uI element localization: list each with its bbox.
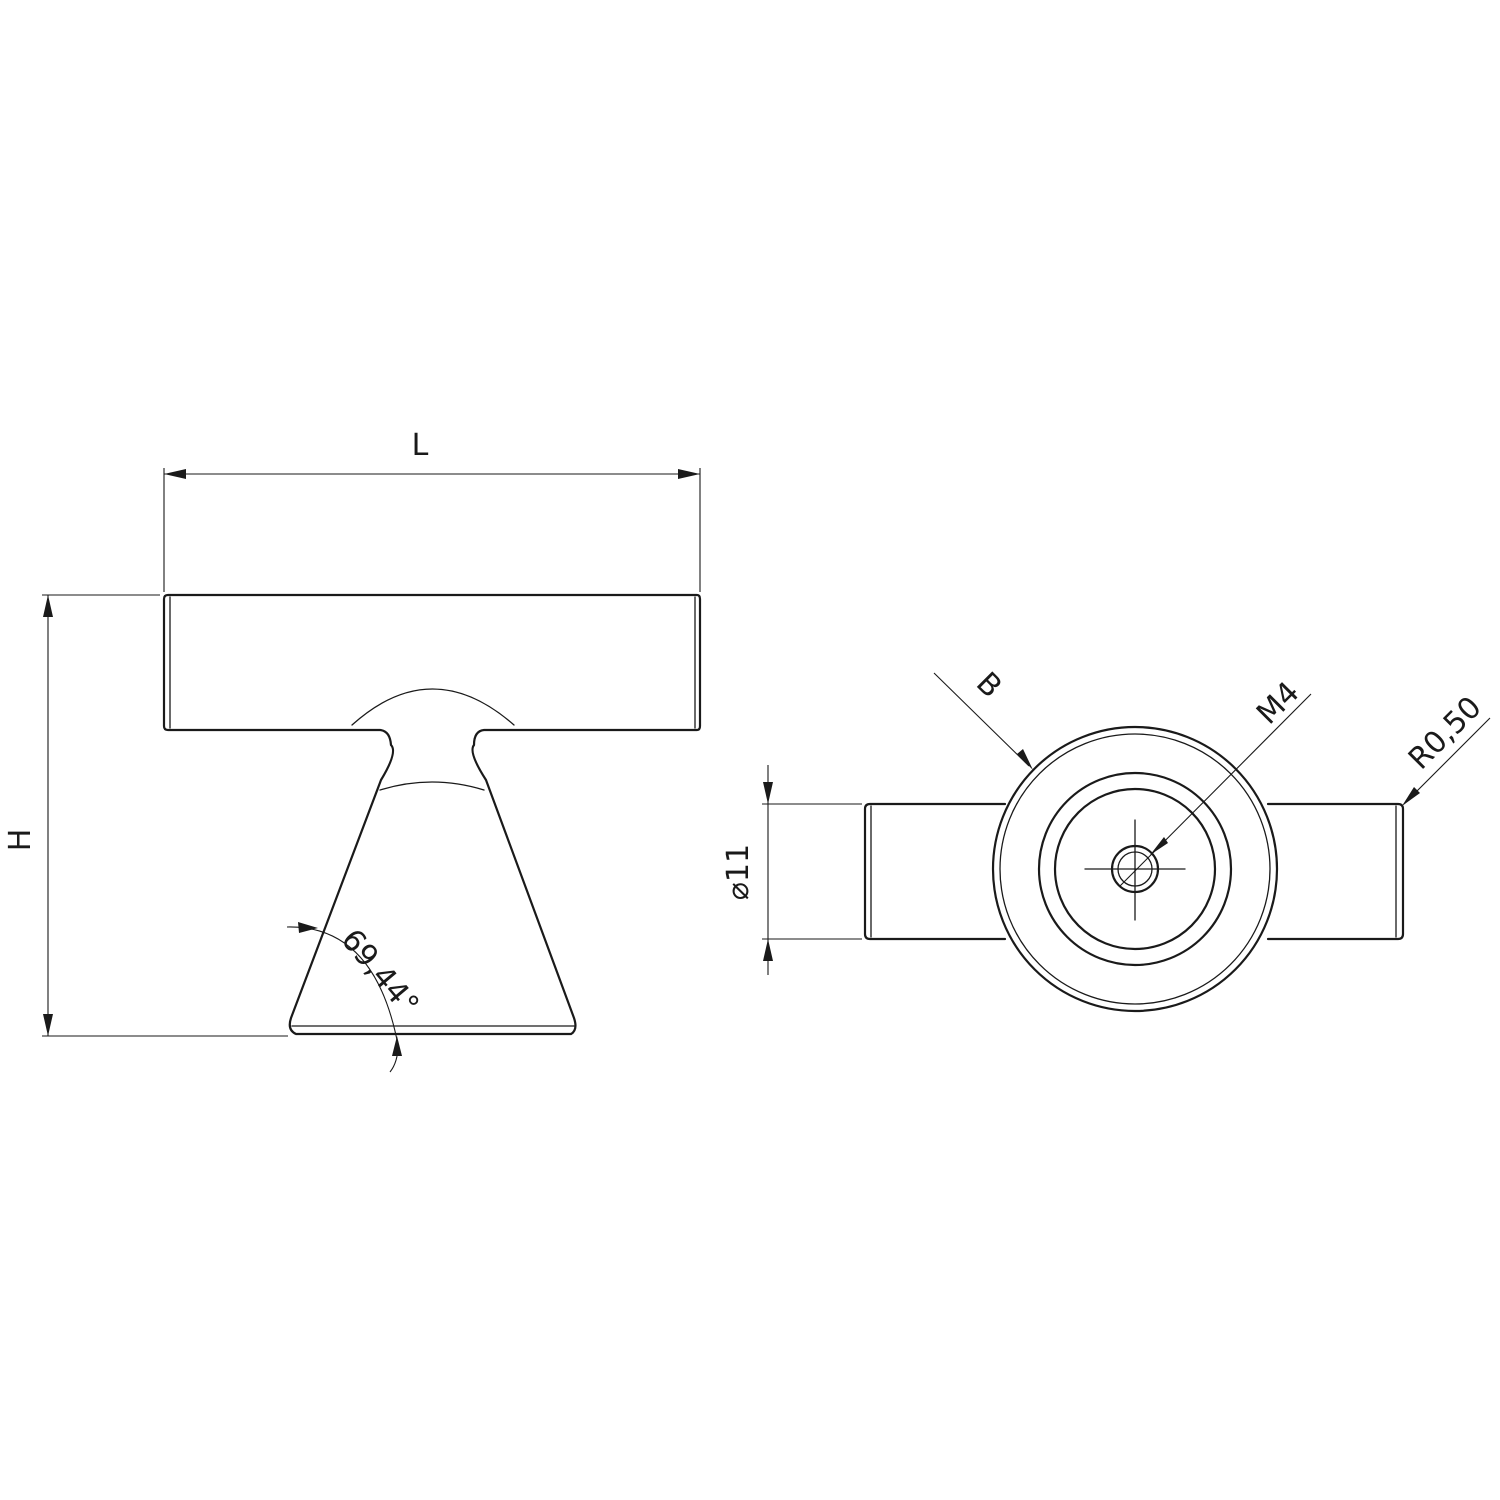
side-inner-circle: [1053, 787, 1217, 951]
dim-l-label: L: [412, 428, 429, 463]
front-neck-dome: [351, 688, 515, 726]
dim-m4-leader: [1119, 693, 1312, 887]
front-view: L H 69,44°: [3, 428, 702, 1073]
front-neck-band: [379, 781, 485, 791]
dim-h-arrow-bottom: [43, 1014, 53, 1036]
dim-m4-arrow: [1150, 837, 1168, 855]
side-bar-left: [863, 802, 1007, 941]
dim-b-arrow: [1017, 749, 1033, 770]
dim-l-arrow-right: [678, 469, 700, 479]
dim-dia-arrow-top: [763, 782, 773, 804]
dim-r-leader: [1403, 717, 1491, 805]
dim-angle-arc: [286, 926, 399, 1073]
side-view: B M4 R0,50 ⌀11: [721, 666, 1491, 1013]
dim-h-arrow-top: [43, 595, 53, 617]
dim-h-label: H: [3, 829, 38, 852]
dim-dia-label: ⌀11: [721, 844, 756, 900]
dim-b-label: B: [969, 666, 1008, 705]
side-middle-circle: [1037, 771, 1233, 967]
front-bar-outline: [162, 593, 702, 1036]
dim-r-arrow: [1402, 787, 1420, 806]
dim-angle-arrow-bottom: [392, 1036, 402, 1056]
dim-l-arrow-left: [164, 469, 186, 479]
dim-m4-label: M4: [1250, 675, 1307, 732]
dim-r-label: R0,50: [1402, 690, 1489, 777]
dim-angle-label: 69,44°: [334, 923, 426, 1023]
side-outer-circle: [991, 725, 1279, 1013]
side-outer-inner-circle: [999, 733, 1271, 1005]
side-bar-right: [1266, 802, 1405, 941]
dim-angle-arrow-top: [298, 922, 318, 933]
dim-dia-arrow-bottom: [763, 939, 773, 961]
dim-b-leader: [933, 672, 1030, 767]
